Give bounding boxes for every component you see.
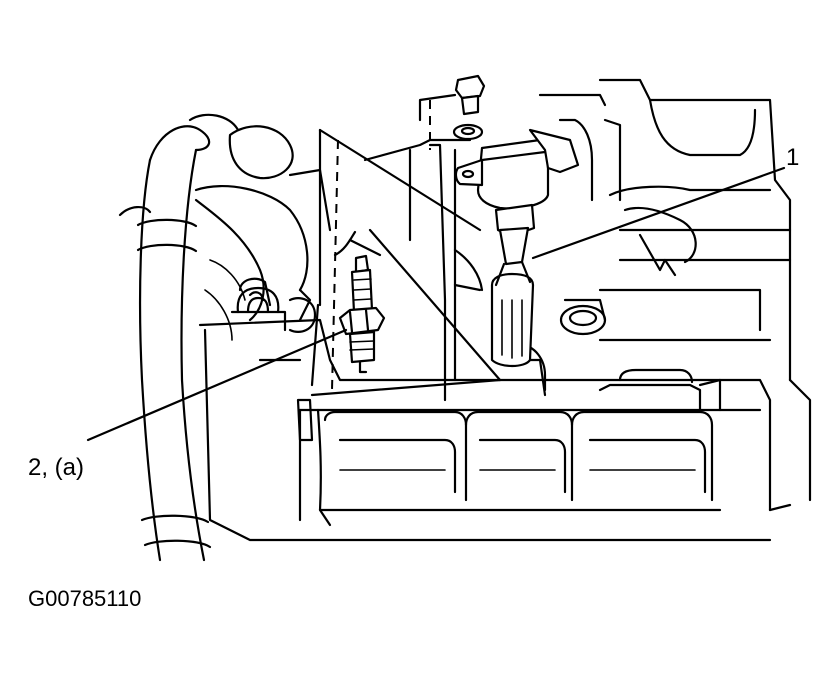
figure-id: G00785110: [28, 586, 142, 611]
ignition-coil-icon: [454, 128, 580, 368]
bolt-icon: [454, 74, 486, 116]
magnified-view-triangle: [310, 100, 502, 397]
callout-label-2: 2, (a): [28, 454, 85, 481]
callout-label-1: 1: [786, 144, 800, 171]
washer-icon: [452, 123, 484, 141]
leader-line-2: [86, 328, 348, 442]
spark-plug-icon: [338, 254, 386, 374]
leader-line-1: [531, 166, 786, 260]
valve-cover: [198, 78, 812, 542]
coolant-hose: [136, 113, 240, 562]
